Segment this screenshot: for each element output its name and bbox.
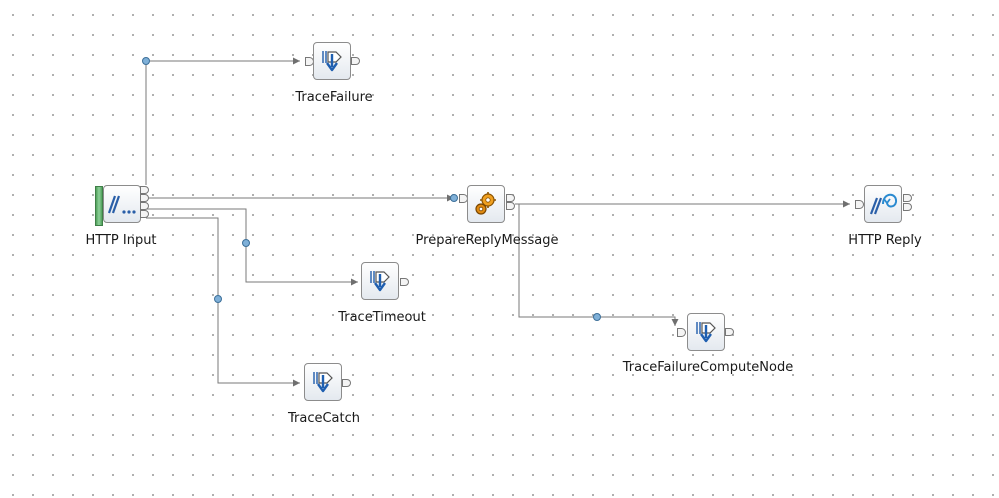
preparereply-out-terminal[interactable]: [506, 202, 515, 210]
connection-bendpoint[interactable]: [214, 295, 222, 303]
trace-icon: [696, 322, 716, 343]
trace-icon: [322, 51, 342, 72]
node-label-trace-timeout: TraceTimeout: [338, 310, 426, 325]
node-label-trace-catch: TraceCatch: [287, 411, 361, 426]
compute-gears-icon: [475, 192, 496, 215]
connection-input-to-tracetimeout[interactable]: [146, 208, 358, 286]
node-label-prepare-reply-message: PrepareReplyMessage: [415, 233, 559, 248]
node-trace-failure[interactable]: [313, 42, 351, 80]
connection-bendpoint[interactable]: [142, 57, 150, 65]
tracefailurecompute-in-terminal[interactable]: [677, 328, 686, 337]
node-trace-catch[interactable]: [304, 363, 342, 401]
tracecatch-out-terminal[interactable]: [342, 379, 351, 387]
connection-input-to-tracecatch[interactable]: [146, 217, 300, 387]
node-prepare-reply-message[interactable]: [467, 185, 505, 223]
node-http-input[interactable]: [103, 185, 141, 223]
trace-icon: [313, 372, 333, 393]
node-label-http-input: HTTP Input: [85, 233, 157, 248]
tracefailure-out-terminal[interactable]: [351, 57, 360, 65]
node-trace-failure-compute[interactable]: [687, 313, 725, 351]
httpreply-out-terminal[interactable]: [903, 194, 912, 202]
tracefailurecompute-out-terminal[interactable]: [725, 328, 734, 336]
http-input-out-terminal[interactable]: [140, 210, 149, 218]
connection-preparereply-to-tracefailurecompute[interactable]: [518, 204, 679, 326]
http-input-icon: [107, 195, 136, 214]
connection-bendpoint[interactable]: [450, 194, 458, 202]
httpreply-out-terminal[interactable]: [903, 203, 912, 211]
node-trace-timeout[interactable]: [361, 262, 399, 300]
node-label-http-reply: HTTP Reply: [848, 233, 922, 248]
http-input-out-terminal[interactable]: [140, 186, 149, 194]
connection-bendpoint[interactable]: [593, 313, 601, 321]
connection-input-to-tracefailure[interactable]: [145, 57, 300, 185]
trace-icon: [370, 271, 390, 292]
node-label-trace-failure-compute: TraceFailureComputeNode: [622, 360, 794, 375]
tracetimeout-out-terminal[interactable]: [400, 278, 409, 286]
http-input-start-marker: [95, 186, 103, 226]
preparereply-out-terminal[interactable]: [506, 194, 515, 202]
node-http-reply[interactable]: [864, 185, 902, 223]
http-input-out-terminal[interactable]: [140, 202, 149, 210]
node-label-trace-failure: TraceFailure: [295, 90, 373, 105]
http-input-out-terminal[interactable]: [140, 194, 149, 202]
connection-bendpoint[interactable]: [242, 239, 250, 247]
httpreply-in-terminal[interactable]: [855, 200, 864, 209]
http-reply-icon: [869, 193, 897, 215]
